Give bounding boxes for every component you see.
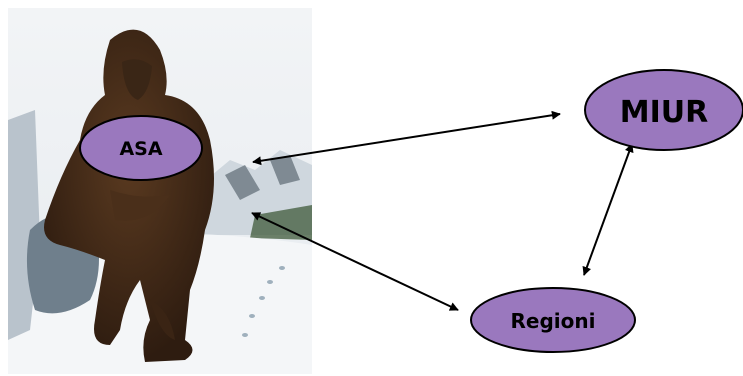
yeti-illustration: [8, 8, 312, 374]
node-asa-label: ASA: [119, 138, 162, 160]
node-asa: ASA: [79, 115, 203, 181]
node-miur: MIUR: [584, 69, 743, 151]
node-miur-label: MIUR: [620, 95, 708, 130]
node-asa-shape: [79, 115, 203, 181]
node-regioni: Regioni: [470, 287, 636, 353]
arrow-asa-miur: [252, 110, 561, 166]
arrow-asa-regioni: [251, 212, 459, 311]
node-regioni-shape: [470, 287, 636, 353]
arrow-miur-regioni: [582, 143, 634, 276]
yeti-figure: [44, 29, 214, 362]
node-regioni-label: Regioni: [511, 309, 596, 333]
node-miur-shape: [584, 69, 743, 151]
connectors: [251, 110, 634, 311]
mountain-rocks: [225, 155, 300, 200]
